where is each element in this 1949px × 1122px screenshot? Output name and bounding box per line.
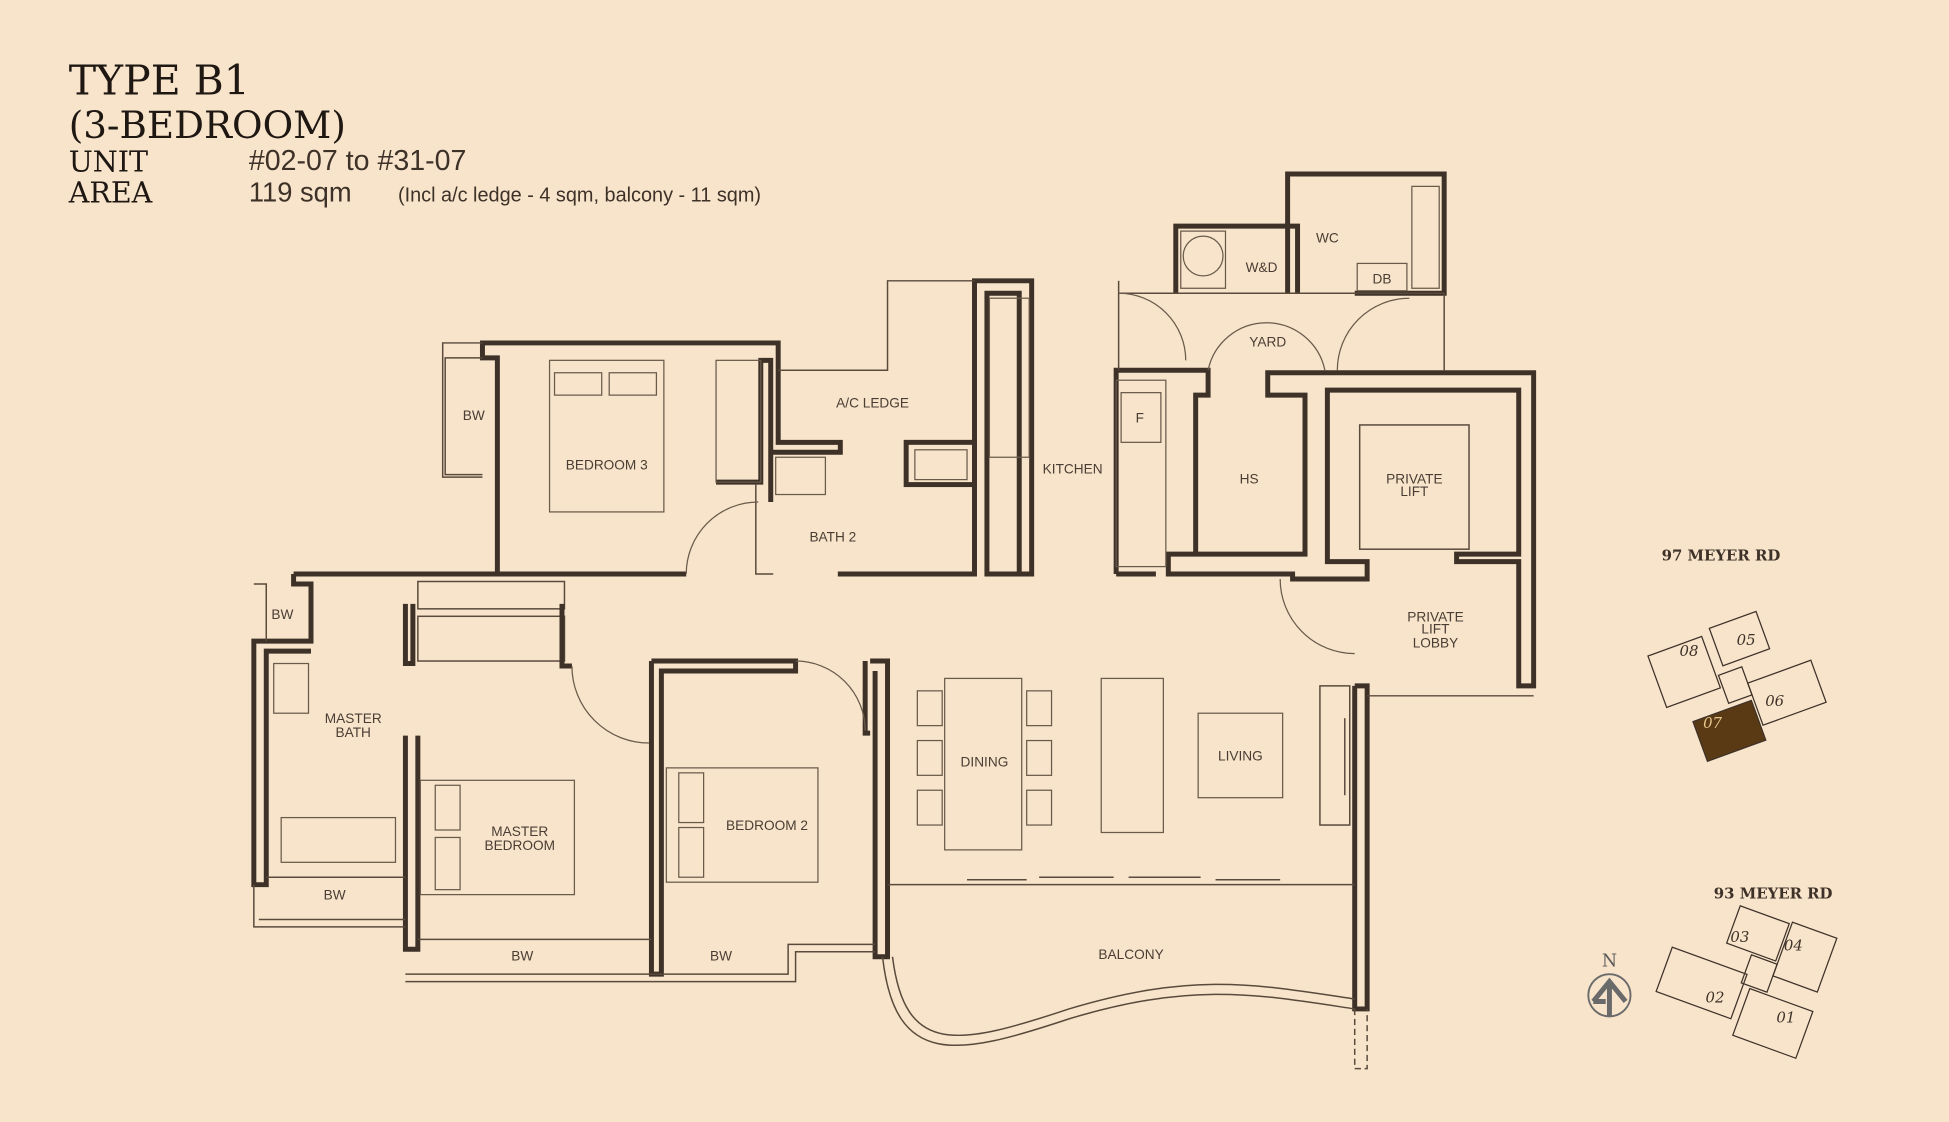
label-ac-ledge: A/C LEDGE	[836, 396, 909, 411]
area-note: (Incl a/c ledge - 4 sqm, balcony - 11 sq…	[398, 184, 761, 206]
unit-type-title: TYPE B1	[69, 56, 250, 104]
key-unit-07-highlighted	[1692, 699, 1767, 763]
area-value: 119 sqm	[249, 176, 352, 207]
label-lift-lobby-3: LOBBY	[1413, 635, 1459, 650]
block-93-label: 93 MEYER RD	[1714, 884, 1833, 902]
label-bw-bottom-left: BW	[324, 888, 346, 903]
key-unit-01	[1731, 987, 1814, 1060]
label-db: DB	[1373, 271, 1392, 286]
label-master-bath-1: MASTER	[325, 711, 382, 726]
key-unit-07-label: 07	[1703, 714, 1722, 732]
label-dining: DINING	[961, 755, 1009, 770]
key-unit-02-label: 02	[1706, 989, 1725, 1007]
label-bw-bedroom-3: BW	[463, 408, 485, 423]
label-private-lift-2: LIFT	[1400, 484, 1429, 499]
label-private-lift-1: PRIVATE	[1386, 471, 1442, 486]
label-washer-dryer: W&D	[1246, 260, 1278, 275]
label-bw-master-bath: BW	[271, 607, 293, 622]
label-lift-lobby-1: PRIVATE	[1407, 609, 1463, 624]
bedroom-count: (3-BEDROOM)	[69, 103, 346, 147]
key-unit-06	[1746, 659, 1827, 727]
key-unit-04	[1772, 921, 1838, 993]
key-unit-08	[1647, 635, 1722, 709]
furniture	[273, 185, 1440, 896]
key-unit-06-label: 06	[1765, 692, 1784, 710]
label-bedroom-3: BEDROOM 3	[566, 458, 648, 473]
key-unit-01-label: 01	[1776, 1009, 1795, 1027]
label-balcony: BALCONY	[1098, 947, 1163, 962]
label-hs: HS	[1240, 471, 1259, 486]
key-unit-02	[1655, 946, 1748, 1020]
unit-label: UNIT	[69, 144, 148, 178]
label-master-bath-2: BATH	[336, 725, 371, 740]
block-97-label: 97 MEYER RD	[1662, 546, 1781, 564]
key-unit-08-label: 08	[1679, 642, 1698, 660]
label-yard: YARD	[1249, 335, 1286, 350]
label-master-bedroom-1: MASTER	[491, 824, 548, 839]
key-unit-03-label: 03	[1730, 928, 1749, 946]
key-unit-05	[1708, 610, 1771, 667]
walls	[251, 171, 1537, 1012]
outlines	[253, 280, 1445, 1070]
label-bedroom-2: BEDROOM 2	[726, 818, 808, 833]
key-unit-03	[1725, 904, 1791, 962]
label-lift-lobby-2: LIFT	[1421, 622, 1450, 637]
area-label: AREA	[68, 176, 153, 210]
unit-value: #02-07 to #31-07	[249, 145, 467, 177]
label-living: LIVING	[1218, 748, 1263, 763]
north-label: N	[1602, 952, 1617, 972]
label-bw-bedroom-2: BW	[710, 948, 732, 963]
label-master-bedroom-2: BEDROOM	[484, 838, 555, 853]
key-unit-05-label: 05	[1737, 631, 1756, 649]
label-wc: WC	[1316, 230, 1339, 245]
key-plan: 97 MEYER RD 08 05 06 07 93 MEYER RD 03 0…	[1587, 546, 1838, 1060]
label-fridge: F	[1136, 410, 1144, 425]
north-arrow-icon: N	[1587, 952, 1632, 1018]
label-bw-master-bedroom: BW	[511, 948, 533, 963]
label-bath-2: BATH 2	[809, 530, 856, 545]
door-swings	[571, 292, 1410, 744]
label-kitchen: KITCHEN	[1043, 461, 1103, 476]
key-unit-04-label: 04	[1784, 937, 1803, 955]
room-labels: BEDROOM 3 BW A/C LEDGE BATH 2 KITCHEN F …	[271, 230, 1463, 963]
